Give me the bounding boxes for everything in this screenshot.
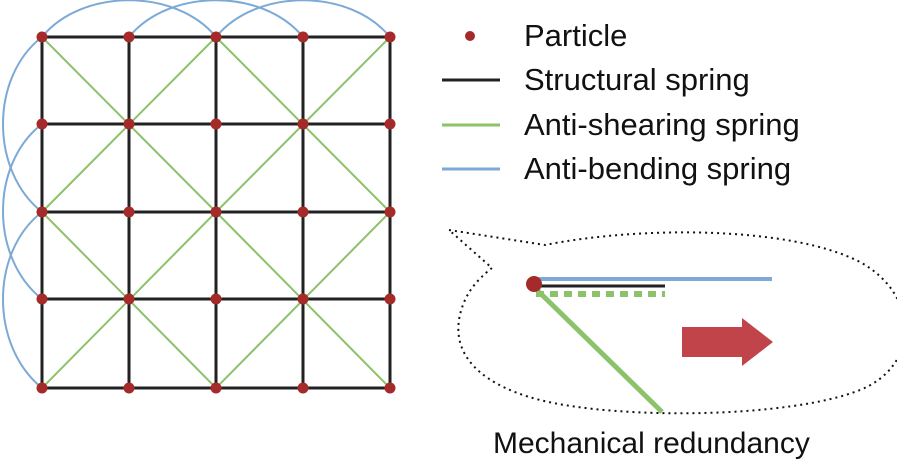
particle-1-2 bbox=[210, 118, 222, 130]
particle-0-2 bbox=[210, 31, 222, 43]
particle-4-4 bbox=[384, 382, 396, 394]
particle-1-4 bbox=[384, 118, 396, 130]
callout-particle bbox=[526, 276, 542, 292]
particles bbox=[36, 31, 396, 394]
particle-2-0 bbox=[36, 206, 48, 218]
particle-0-1 bbox=[123, 31, 135, 43]
anti-bending-springs bbox=[2, 0, 391, 389]
redundancy-callout bbox=[445, 228, 897, 415]
particle-2-4 bbox=[384, 206, 396, 218]
particle-4-0 bbox=[36, 382, 48, 394]
particle-4-3 bbox=[297, 382, 309, 394]
particle-4-1 bbox=[123, 382, 135, 394]
particle-1-0 bbox=[36, 118, 48, 130]
caption: Mechanical redundancy bbox=[493, 427, 810, 460]
particle-4-2 bbox=[210, 382, 222, 394]
particle-2-2 bbox=[210, 206, 222, 218]
legend-particle-label: Particle bbox=[524, 18, 627, 53]
bending-arc-top-3 bbox=[215, 0, 391, 38]
particle-3-2 bbox=[210, 293, 222, 305]
particle-0-3 bbox=[297, 31, 309, 43]
right-arrow-icon bbox=[682, 318, 773, 366]
bending-arc-top-1 bbox=[41, 0, 217, 38]
legend-shearing-label: Anti-shearing spring bbox=[524, 107, 800, 142]
particle-3-4 bbox=[384, 293, 396, 305]
particle-3-1 bbox=[123, 293, 135, 305]
bending-arc-top-2 bbox=[128, 0, 304, 38]
callout-bubble bbox=[445, 228, 897, 415]
particle-2-1 bbox=[123, 206, 135, 218]
bending-arc-left-2 bbox=[2, 123, 43, 300]
particle-1-1 bbox=[123, 118, 135, 130]
particle-0-4 bbox=[384, 31, 396, 43]
legend-structural-label: Structural spring bbox=[524, 62, 750, 97]
bending-arc-left-3 bbox=[2, 211, 43, 389]
legend-bending-label: Anti-bending spring bbox=[524, 151, 791, 186]
particle-3-0 bbox=[36, 293, 48, 305]
particle-1-3 bbox=[297, 118, 309, 130]
particle-2-3 bbox=[297, 206, 309, 218]
callout-shearing-spring bbox=[533, 286, 664, 414]
legend-particle-icon bbox=[465, 31, 475, 41]
particle-0-0 bbox=[36, 31, 48, 43]
legend: Particle Structural spring Anti-shearing… bbox=[442, 18, 800, 186]
particle-3-3 bbox=[297, 293, 309, 305]
bending-arc-left-1 bbox=[2, 36, 43, 213]
